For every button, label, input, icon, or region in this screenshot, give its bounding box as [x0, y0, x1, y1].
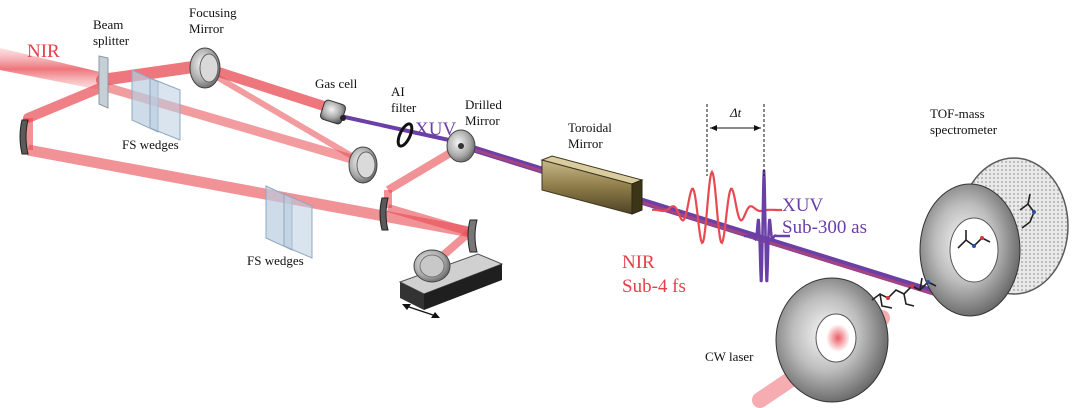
nir-input-beam [0, 48, 100, 90]
cw-laser-label: CW laser [705, 349, 754, 364]
focusing-mirror-label-line1: Focusing [189, 5, 237, 20]
al-filter [396, 122, 414, 148]
beam-splitter [98, 55, 109, 109]
toroidal-mirror-label-line1: Toroidal [568, 120, 612, 135]
toroidal-mirror-label-line2: Mirror [568, 136, 603, 151]
tof-label-line1: TOF-mass [930, 106, 985, 121]
focusing-mirror-label-line2: Mirror [189, 21, 224, 36]
nir-pulse-waveform [652, 169, 782, 245]
nir-input-label: NIR [27, 41, 60, 62]
fs-wedges-top-label: FS wedges [122, 137, 179, 152]
stage-motion-arrow [402, 304, 440, 318]
fs-wedges-bottom-label: FS wedges [247, 253, 304, 268]
focusing-mirror [189, 47, 221, 89]
xuv-pulse-label-line2: Sub-300 as [782, 217, 867, 238]
translation-stage [398, 249, 504, 310]
delay-arm-mirror-right [379, 197, 389, 231]
gas-cell-label: Gas cell [315, 76, 358, 91]
nir-pulse-label-line1: NIR [622, 252, 655, 273]
gas-cell [319, 99, 347, 125]
delay-stage-mirror [467, 219, 478, 253]
cw-laser-ring [775, 277, 889, 403]
drilled-mirror-label-line1: Drilled [465, 97, 502, 112]
al-filter-label-line1: AI [391, 84, 405, 99]
tof-label-line2: spectrometer [930, 122, 998, 137]
tof-electrode-ring [919, 183, 1021, 317]
delay-arm-mirror-left [19, 119, 29, 155]
molecules [871, 193, 1036, 309]
delay-label: Δt [729, 105, 742, 120]
beam-splitter-label-line2: splitter [93, 33, 130, 48]
drilled-mirror [446, 129, 476, 163]
fs-wedges-top [131, 69, 181, 141]
xuv-beam-label: XUV [415, 119, 456, 140]
beam-splitter-label-line1: Beam [93, 17, 123, 32]
recombination-mirror-upper [348, 146, 378, 184]
drilled-mirror-label-line2: Mirror [465, 113, 500, 128]
nir-pulse-label-line2: Sub-4 fs [622, 276, 686, 297]
delay-marker [706, 104, 765, 176]
nir-collinear-beam [461, 144, 941, 298]
xuv-pulse-waveform [744, 169, 790, 283]
xuv-pulse-label-line1: XUV [782, 195, 823, 216]
toroidal-mirror [540, 155, 644, 215]
fs-wedges-bottom [265, 185, 313, 259]
al-filter-label-line2: filter [391, 100, 417, 115]
